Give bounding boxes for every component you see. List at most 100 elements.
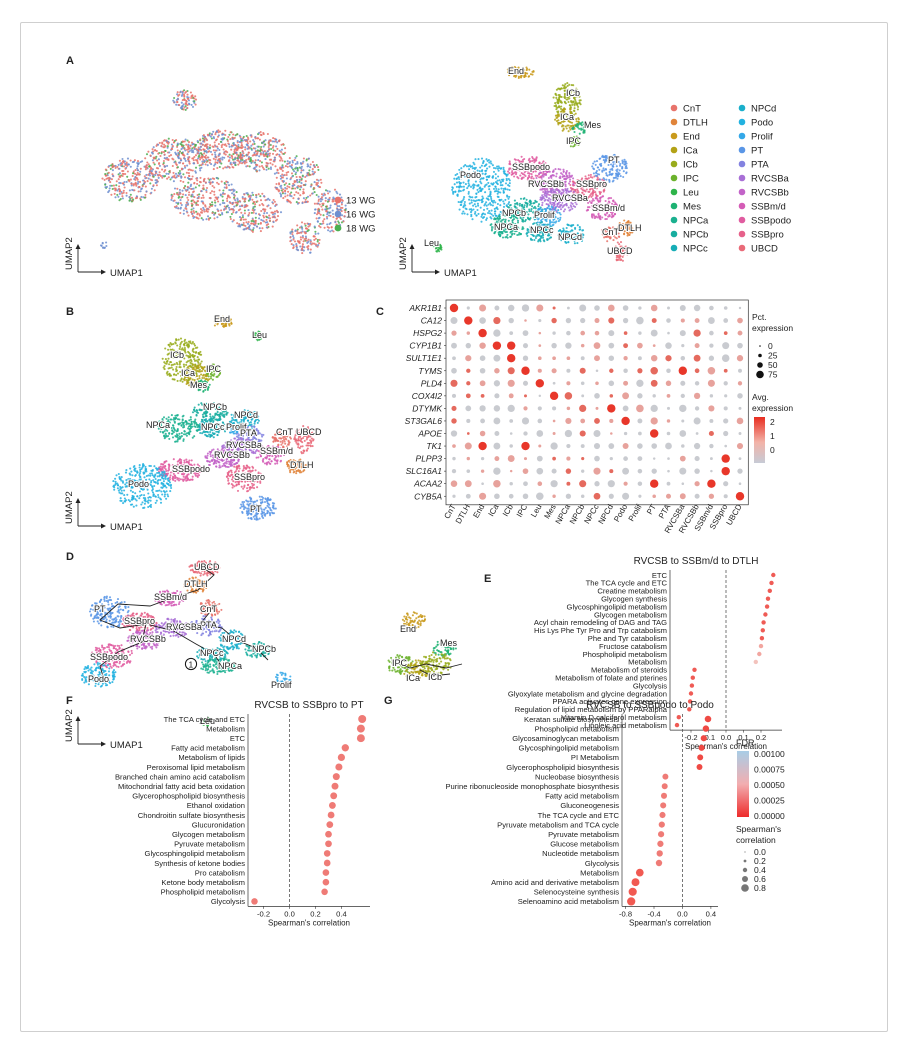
umap-cell-dot [183, 348, 187, 351]
umap-cell-dot [225, 180, 228, 183]
cluster-label: SSBm/d [592, 203, 625, 213]
umap-cell-dot [309, 251, 312, 254]
umap-cell-dot [480, 199, 483, 202]
umap-cell-dot [509, 235, 513, 238]
umap-cell-dot [572, 177, 575, 180]
umap-cell-dot [199, 208, 203, 211]
umap-cell-dot [259, 152, 262, 155]
umap-cell-dot [204, 156, 207, 160]
umap-cell-dot [284, 189, 287, 192]
umap-cell-dot [198, 148, 201, 151]
umap-cell-dot [502, 166, 505, 169]
umap-cell-dot [158, 141, 161, 144]
umap-cell-dot [543, 240, 546, 243]
umap-cell-dot [487, 185, 490, 188]
umap-cell-dot [503, 172, 506, 175]
umap-cell-dot [571, 180, 574, 183]
umap-cell-dot [317, 232, 320, 235]
umap-cell-dot [213, 141, 216, 144]
celltype-legend-label: SSBpodo [751, 216, 791, 227]
umap-cell-dot [330, 226, 333, 229]
umap-cell-dot [485, 217, 488, 220]
umap-cell-dot [258, 227, 261, 230]
umap-cell-dot [439, 247, 442, 250]
umap-cell-dot [175, 206, 178, 209]
umap-cell-dot [144, 185, 147, 188]
umap-cell-dot [321, 202, 324, 205]
umap-cell-dot [183, 95, 186, 98]
celltype-legend-label: Podo [751, 118, 773, 129]
umap-cell-dot [541, 201, 544, 204]
umap-cell-dot [332, 216, 335, 219]
umap-cell-dot [565, 173, 568, 176]
umap-cell-dot [176, 91, 179, 94]
umap-cell-dot [554, 168, 557, 171]
umap-cell-dot [523, 197, 526, 200]
umap-cell-dot [529, 217, 532, 220]
umap-cell-dot [484, 191, 487, 194]
umap-cell-dot [273, 200, 276, 203]
umap-cell-dot [208, 161, 211, 164]
umap-cell-dot [592, 162, 595, 165]
umap-cell-dot [526, 229, 529, 232]
umap-cell-dot [559, 88, 562, 91]
umap-cell-dot [516, 203, 519, 206]
umap-cell-dot [241, 214, 244, 217]
umap-cell-dot [547, 205, 550, 208]
umap-cell-dot [486, 167, 489, 170]
umap-cell-dot [578, 122, 581, 125]
umap-cell-dot [275, 188, 278, 191]
umap-cell-dot [121, 197, 124, 200]
umap-cell-dot [530, 238, 533, 241]
umap-cell-dot [532, 70, 535, 73]
umap-cell-dot [198, 184, 201, 187]
panel-letter-A: A [66, 55, 74, 67]
umap-cell-dot [276, 211, 279, 214]
umap-cell-dot [191, 355, 194, 358]
umap-cell-dot [224, 166, 227, 169]
umap-cell-dot [509, 163, 512, 166]
umap-cell-dot [122, 191, 125, 194]
umap-cell-dot [258, 138, 261, 141]
umap-cell-dot [221, 137, 224, 140]
umap-cell-dot [129, 178, 132, 181]
umap-cell-dot [199, 211, 203, 214]
umap-cell-dot [541, 236, 545, 239]
umap-cell-dot [307, 222, 310, 226]
umap-cell-dot [485, 204, 488, 207]
umap-cell-dot [197, 361, 200, 364]
umap-cell-dot [147, 150, 150, 153]
umap-cell-dot [537, 240, 540, 243]
umap-cell-dot [211, 145, 214, 148]
week-legend-key [334, 224, 342, 232]
umap-cell-dot [550, 221, 554, 224]
umap-cell-dot [625, 164, 628, 168]
umap-cell-dot [229, 217, 232, 221]
umap-cell-dot [296, 240, 299, 243]
umap-cell-dot [556, 110, 559, 113]
umap-cell-dot [210, 133, 214, 136]
umap-cell-dot [291, 187, 295, 190]
umap-cell-dot [237, 209, 240, 212]
umap-cell-dot [578, 127, 581, 130]
umap-cell-dot [470, 201, 473, 204]
umap-cell-dot [300, 225, 303, 228]
umap-cell-dot [325, 205, 328, 208]
umap-cell-dot [291, 184, 294, 187]
umap-cell-dot [574, 112, 577, 115]
umap-cell-dot [464, 207, 467, 210]
umap-cell-dot [205, 160, 208, 164]
umap-cell-dot [318, 224, 321, 228]
umap-cell-dot [278, 139, 281, 142]
celltype-legend-label: ICa [683, 146, 699, 157]
umap-cell-dot [544, 191, 547, 194]
umap-cell-dot [480, 164, 483, 167]
umap-cell-dot [620, 258, 623, 261]
umap-cell-dot [531, 205, 534, 208]
umap-cell-dot [328, 190, 331, 193]
umap-cell-dot [251, 198, 254, 201]
umap-cell-dot [190, 96, 193, 100]
umap-cell-dot [318, 210, 321, 213]
umap-cell-dot [175, 365, 178, 369]
umap-cell-dot [166, 141, 169, 144]
